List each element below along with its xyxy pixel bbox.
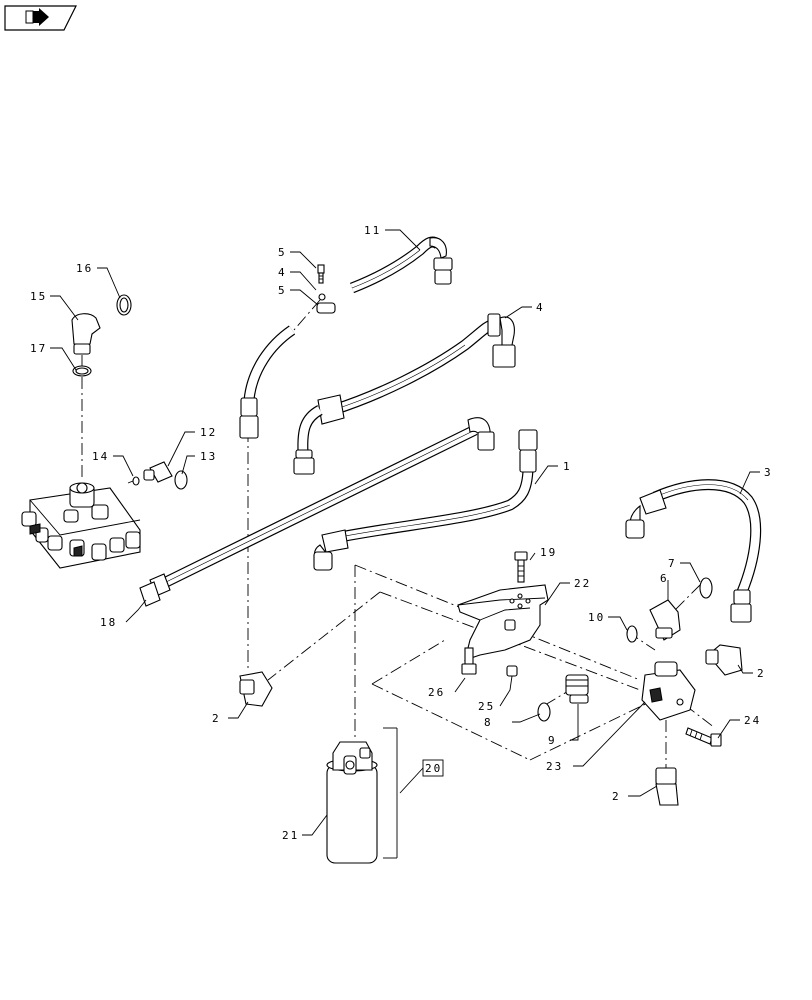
callout-27: 25 [478,700,495,713]
bracket-line-22 [383,727,444,859]
hose-upper-left [239,325,296,439]
o-ring-15 [174,470,188,490]
callout-6: 4 [278,266,287,279]
callout-10: 8 [484,716,493,729]
hose-3 [625,479,762,623]
fitting-14 [143,461,173,483]
callout-19: 17 [30,342,47,355]
o-ring-9 [699,577,713,599]
elbow-2-bottom [655,767,679,806]
elbow-2-left [239,671,273,707]
callout-17: 15 [30,290,47,303]
alignment-lines [81,299,716,770]
fitting-5-6-7 [316,264,336,314]
fitting-11 [565,674,589,704]
callout-20: 18 [100,616,117,629]
callout-14: 12 [200,426,217,439]
callout-4: 4 [536,301,545,314]
callout-2-right: 2 [757,667,766,680]
fitting-8 [649,599,681,641]
callout-26: 24 [744,714,761,727]
callout-7: 5 [278,246,287,259]
callout-18: 16 [76,262,93,275]
callout-16: 14 [92,450,109,463]
callout-13: 11 [364,224,381,237]
callout-21: 19 [540,546,557,559]
bolt-21 [514,551,528,583]
callout-28: 26 [428,686,445,699]
filter-23 [326,741,378,864]
callout-3-label: 3 [764,466,773,479]
callout-25: 23 [546,760,563,773]
callout-23: 21 [282,829,299,842]
elbow-2-right [705,644,743,676]
elbow-fitting-17 [71,313,101,355]
callout-8: 6 [660,572,669,585]
o-ring-12 [626,625,638,643]
o-ring-16 [132,476,140,486]
callout-11: 9 [548,734,557,747]
hose-1 [313,429,538,571]
valve-block [21,482,141,569]
callout-22: 20 [425,762,442,775]
callout-9: 7 [668,557,677,570]
callout-24: 22 [574,577,591,590]
nut-27 [506,665,518,677]
valve-25 [641,661,696,721]
hose-4 [293,313,516,475]
bracket-24 [457,584,549,661]
hose-13 [349,236,453,294]
leader-lines [50,229,760,836]
callout-1: 1 [563,460,572,473]
bolt-28 [461,647,477,675]
callout-12: 10 [588,611,605,624]
callout-15: 13 [200,450,217,463]
next-page-arrow-icon[interactable] [4,5,77,31]
o-ring-19 [72,365,92,377]
bolt-26 [685,727,722,747]
hose-20 [139,417,495,607]
o-ring-10 [537,702,551,722]
callout-2-bottom-label: 2 [612,790,621,803]
callout-labels: 11 5 4 5 4 16 15 17 12 13 14 1 3 3 19 22… [30,224,773,842]
callout-5: 5 [278,284,287,297]
o-ring-18 [116,294,132,316]
callout-2-left: 2 [212,712,221,725]
